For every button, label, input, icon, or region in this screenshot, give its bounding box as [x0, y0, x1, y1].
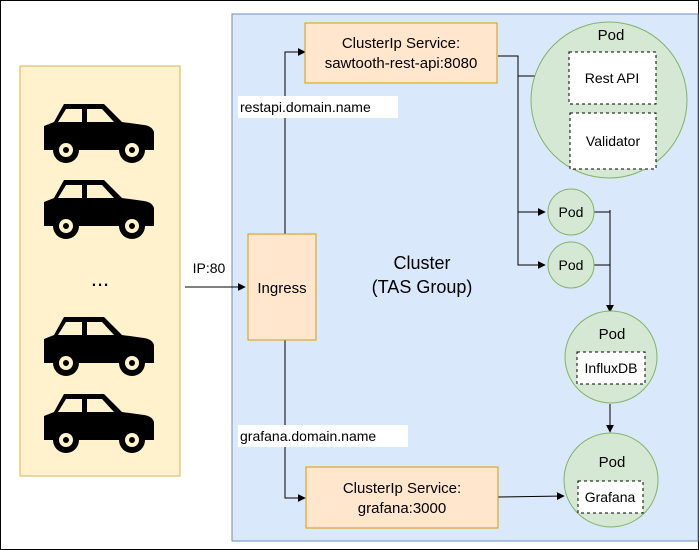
grafana-box: [577, 480, 644, 514]
rest-service-box: [304, 22, 498, 84]
grafana-service-line2: grafana:3000: [358, 500, 446, 517]
cluster-title-line1: Cluster: [393, 253, 450, 273]
pod-small-1: [547, 188, 595, 236]
rest-api-box: [568, 51, 657, 105]
influxdb-box: [576, 351, 646, 385]
rest-service-line2: sawtooth-rest-api:8080: [325, 55, 478, 72]
validator-box: [569, 112, 657, 170]
grafana-label: Grafana: [585, 489, 636, 505]
ingress-label: Ingress: [257, 280, 306, 297]
pod-influx-label: Pod: [599, 326, 626, 343]
validator-label: Validator: [586, 133, 641, 149]
restapi-domain-label: restapi.domain.name: [240, 99, 371, 115]
rest-api-label: Rest API: [585, 70, 639, 86]
ingress-box: [247, 233, 317, 341]
ip-label: IP:80: [193, 260, 226, 276]
influxdb-label: InfluxDB: [585, 360, 638, 376]
grafana-service-box: [305, 466, 499, 529]
grafana-domain-label: grafana.domain.name: [240, 428, 376, 444]
pod-small-2: [547, 241, 595, 289]
pod-small-2-label: Pod: [559, 257, 584, 273]
pod-small-1-label: Pod: [559, 204, 584, 220]
grafana-service-line1: ClusterIp Service:: [343, 480, 461, 497]
pod-grafana-label: Pod: [599, 454, 626, 471]
cars-ellipsis: ...: [91, 266, 109, 291]
rest-service-line1: ClusterIp Service:: [342, 35, 460, 52]
cluster-title-line2: (TAS Group): [372, 277, 473, 297]
pod-main-label: Pod: [598, 27, 625, 44]
